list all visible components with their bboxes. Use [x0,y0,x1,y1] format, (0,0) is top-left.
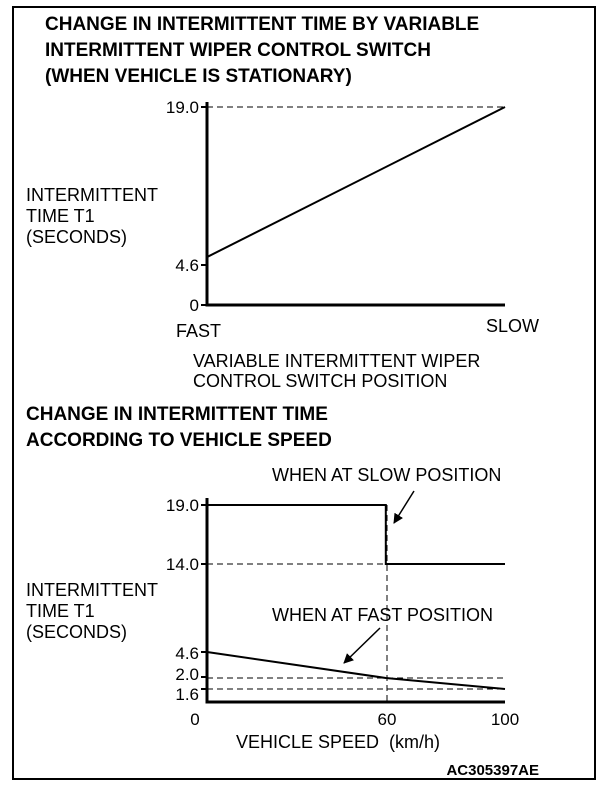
chart1-xlabel-line1: VARIABLE INTERMITTENT WIPER [193,351,480,371]
chart2-x-tick-0: 0 [190,710,199,729]
chart1: 19.0 4.6 0 INTERMITTENT TIME T1 (SECONDS… [26,98,539,391]
chart1-xlabel-line2: CONTROL SWITCH POSITION [193,371,447,391]
figure-frame [12,6,596,780]
chart2-title-line2: ACCORDING TO VEHICLE SPEED [26,430,332,451]
chart1-x-tick-fast: FAST [176,321,221,341]
chart2-ylabel-line3: (SECONDS) [26,622,127,642]
chart1-title-line3: (WHEN VEHICLE IS STATIONARY) [45,66,352,87]
chart1-y-tick-4-6: 4.6 [175,256,199,275]
chart1-series-line [206,106,506,258]
chart1-x-tick-slow: SLOW [486,316,539,336]
chart2-y-tick-19: 19.0 [166,496,199,515]
chart2-y-tick-4-6: 4.6 [175,644,199,663]
chart1-ylabel-line1: INTERMITTENT [26,185,158,205]
chart1-y-tick-0: 0 [190,296,199,315]
chart2-series-slow [207,504,505,565]
chart1-title-line1: CHANGE IN INTERMITTENT TIME BY VARIABLE [45,14,480,35]
chart2-legend-slow: WHEN AT SLOW POSITION [272,465,501,485]
chart2-legend-fast: WHEN AT FAST POSITION [272,605,493,625]
chart2-title-line1: CHANGE IN INTERMITTENT TIME [26,404,328,425]
chart2-ylabel-line1: INTERMITTENT [26,580,158,600]
chart2-y-tick-14: 14.0 [166,555,199,574]
chart2-x-tick-100: 100 [491,710,519,729]
chart2-legend-fast-arrow [343,627,381,664]
chart2-x-tick-60: 60 [378,710,397,729]
chart1-ylabel-line2: TIME T1 [26,206,95,226]
figure-code: AC305397AE [446,762,539,779]
chart2-ylabel-line2: TIME T1 [26,601,95,621]
chart2: 19.0 14.0 4.6 2.0 1.6 INTERMITTENT TIME … [26,465,519,752]
chart1-ylabel-line3: (SECONDS) [26,227,127,247]
chart2-series-fast [206,651,506,690]
chart1-y-tick-19: 19.0 [166,98,199,117]
chart2-legend-slow-arrow [393,490,415,524]
chart2-xlabel: VEHICLE SPEED (km/h) [236,732,440,752]
chart2-y-tick-1-6: 1.6 [175,685,199,704]
chart2-y-tick-2: 2.0 [175,665,199,684]
chart1-title-line2: INTERMITTENT WIPER CONTROL SWITCH [45,40,431,61]
